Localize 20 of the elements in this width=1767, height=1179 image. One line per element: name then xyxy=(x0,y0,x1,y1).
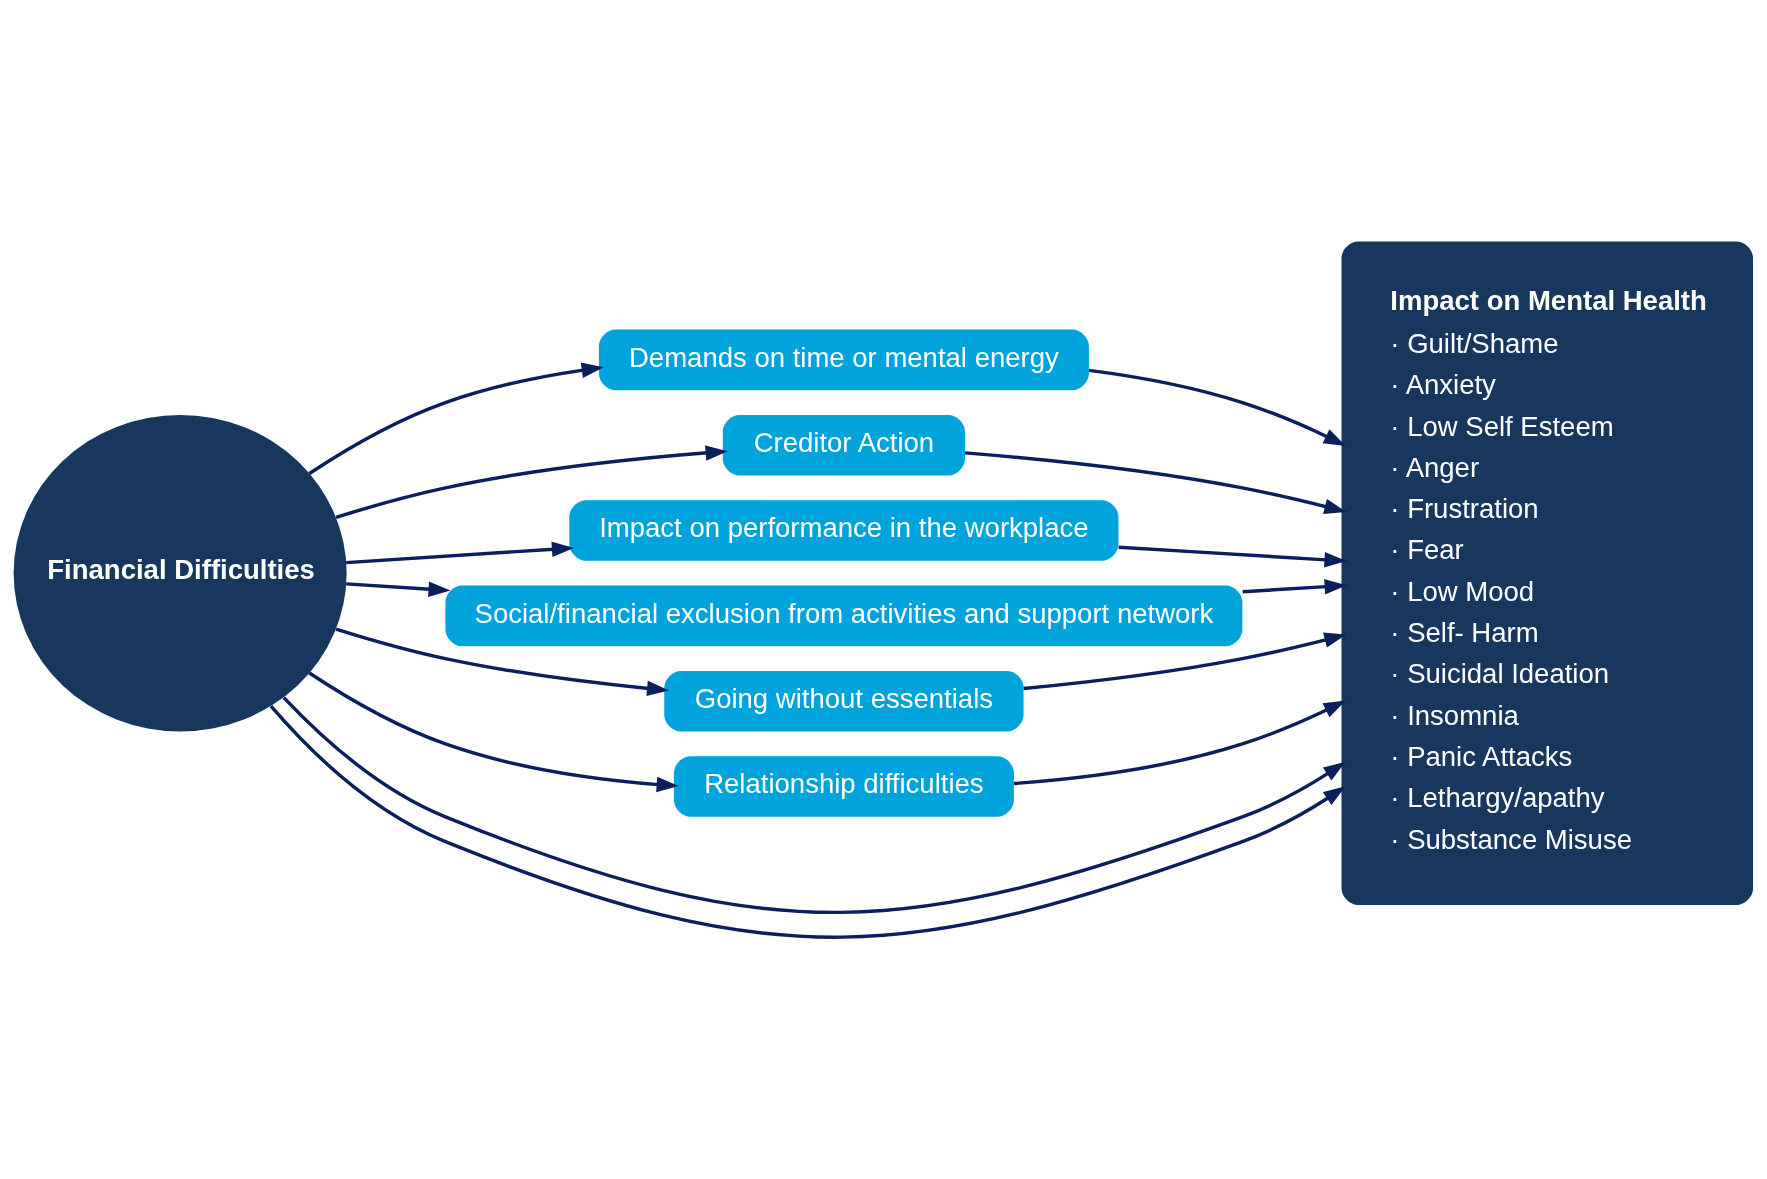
arrow xyxy=(346,541,574,565)
arrow xyxy=(308,671,679,793)
node-box: Going without essentials xyxy=(664,670,1024,732)
node-box: Creditor Action xyxy=(722,414,966,476)
node-box: Impact on Mental Health · Guilt/Shame · Anxiety · Low Self Esteem · Anger · Frustration · Fear · Low Mood · Self- Harm · Suicidal Ideation · Insomnia · Panic Attacks · Lethargy/apathy · Substance Misuse xyxy=(1341,241,1754,905)
arrow xyxy=(964,451,1347,514)
arrow xyxy=(1088,368,1346,446)
arrow xyxy=(1118,545,1347,568)
arrow xyxy=(1242,579,1347,595)
node-box: Relationship difficulties xyxy=(673,756,1014,817)
arrow xyxy=(1023,632,1347,691)
arrow xyxy=(346,581,451,597)
arrow xyxy=(335,627,670,696)
arrow xyxy=(335,445,728,520)
node-box: Demands on time or mental energy xyxy=(598,329,1089,391)
node-circle: Financial Difficulties xyxy=(13,414,347,732)
arrow xyxy=(1013,700,1346,786)
arrow xyxy=(308,362,604,475)
node-box: Impact on performance in the workplace xyxy=(569,500,1119,561)
node-box: Social/financial exclusion from activities and support network xyxy=(445,585,1243,647)
